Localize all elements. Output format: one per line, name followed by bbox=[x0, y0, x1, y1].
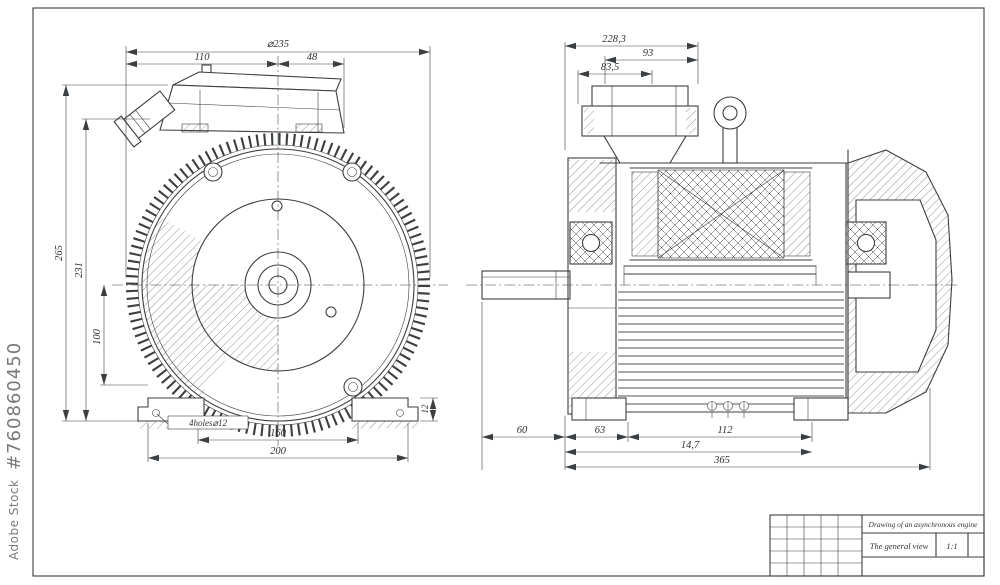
face-screw bbox=[271, 200, 283, 212]
watermark: #760860450 Adobe Stock bbox=[4, 342, 25, 560]
motor-body bbox=[599, 162, 849, 413]
terminal-box-side bbox=[581, 85, 699, 164]
dim-side-228-3: 228,3 bbox=[602, 34, 626, 45]
dim-side-365: 365 bbox=[713, 455, 730, 466]
winding-end-left bbox=[631, 171, 659, 257]
dim-front-48: 48 bbox=[307, 52, 318, 63]
dim-front-160: 160 bbox=[270, 428, 287, 439]
dim-side-14-7: 14,7 bbox=[681, 440, 700, 451]
dim-side-60: 60 bbox=[517, 425, 528, 436]
dim-front-231: 231 bbox=[74, 262, 85, 278]
title-block-subtitle: The general view bbox=[870, 541, 929, 551]
drain-plugs bbox=[707, 401, 749, 418]
title-block-title: Drawing of an asynchronous engine bbox=[868, 520, 979, 529]
lifting-eye bbox=[713, 96, 747, 164]
winding-end-right bbox=[783, 171, 811, 257]
terminal-box bbox=[159, 64, 345, 134]
title-block: Drawing of an asynchronous engine The ge… bbox=[769, 514, 985, 577]
cooling-fins-side bbox=[618, 291, 844, 409]
dim-front-12: 12 bbox=[420, 404, 430, 414]
side-view: 228,3 93 83,5 60 63 112 14,7 365 bbox=[466, 34, 960, 471]
front-section-hatch bbox=[142, 217, 229, 396]
dim-front-diameter: ⌀235 bbox=[267, 39, 289, 50]
through-bolt bbox=[342, 162, 362, 182]
stator-rotor-section bbox=[623, 167, 817, 285]
front-view: ⌀235 110 48 265 231 100 160 200 4holes⌀1 bbox=[54, 39, 448, 462]
dim-side-83-5: 83,5 bbox=[601, 62, 619, 73]
watermark-brand: Adobe Stock bbox=[7, 480, 21, 560]
side-feet bbox=[571, 397, 849, 421]
dim-side-112: 112 bbox=[718, 425, 734, 436]
foot-hole bbox=[396, 409, 404, 417]
dim-front-265: 265 bbox=[54, 245, 65, 261]
through-bolt bbox=[343, 377, 363, 397]
dim-front-200: 200 bbox=[270, 446, 287, 457]
dim-front-100: 100 bbox=[92, 328, 103, 345]
front-dimensions: ⌀235 110 48 265 231 100 160 200 4holes⌀1 bbox=[54, 39, 438, 462]
watermark-asset-id: #760860450 bbox=[4, 342, 25, 470]
dim-front-holes-note: 4holes⌀12 bbox=[189, 418, 227, 428]
title-block-scale: 1:1 bbox=[946, 541, 957, 551]
front-end-shield bbox=[567, 157, 617, 415]
drawing-frame bbox=[32, 7, 985, 577]
dim-side-63: 63 bbox=[595, 425, 606, 436]
rear-end-shield bbox=[845, 149, 953, 414]
dim-side-93: 93 bbox=[643, 48, 654, 59]
front-bearing-ball bbox=[581, 233, 601, 253]
face-screw bbox=[325, 306, 337, 318]
dim-front-110: 110 bbox=[195, 52, 211, 63]
through-bolt bbox=[203, 162, 223, 182]
side-dimensions: 228,3 93 83,5 60 63 112 14,7 365 bbox=[481, 34, 931, 471]
rear-bearing-ball bbox=[856, 233, 876, 253]
